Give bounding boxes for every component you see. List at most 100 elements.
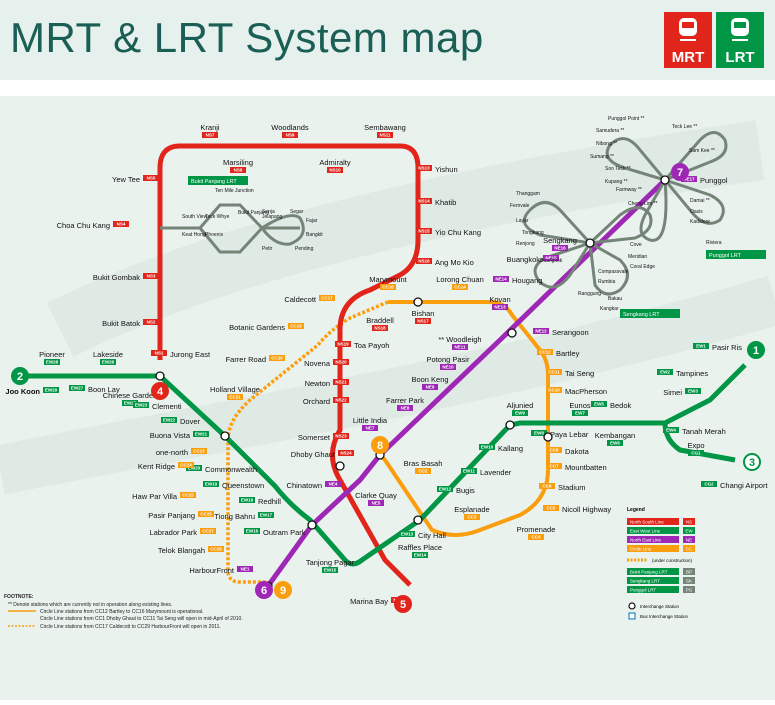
- station-code: NE14: [495, 277, 507, 282]
- station-code-badge: [380, 284, 396, 290]
- station-code-badge: [362, 425, 378, 431]
- station-label: Somerset: [298, 433, 331, 442]
- lrt-station-label: Ten Mile Junction: [215, 188, 254, 194]
- legend-lrt-code: BP: [686, 570, 692, 575]
- station-code-badge: [546, 463, 562, 469]
- station-code: NS17: [417, 319, 429, 324]
- legend-lrt-code-badge: [683, 577, 695, 584]
- station-code: NS8: [234, 168, 243, 173]
- station-code: EW1: [696, 344, 706, 349]
- station-code-badge: [143, 273, 159, 279]
- station-code-badge: [440, 364, 456, 370]
- station-label: Promenade: [517, 525, 556, 534]
- lrt-station-label: Bangkit: [306, 232, 323, 238]
- line-number-badge: [274, 581, 292, 599]
- station-label: Clementi: [152, 402, 182, 411]
- header-banner: MRT & LRT System map MRT LRT: [0, 0, 775, 80]
- station-label: Boon Keng: [411, 375, 448, 384]
- station-code: CC20: [271, 356, 283, 361]
- station-code: CC16: [382, 285, 394, 290]
- legend-label: North South Line: [630, 520, 664, 525]
- lrt-station-label: Compassvale: [598, 269, 629, 275]
- station-code-badge: [244, 528, 260, 534]
- station-code-badge: [528, 534, 544, 540]
- station-code-badge: [701, 481, 717, 487]
- station-code-badge: [227, 394, 243, 400]
- station-code-badge: [230, 167, 246, 173]
- station-code: EW21: [195, 432, 208, 437]
- legend-swatch: [627, 536, 679, 543]
- interchange-icon: [413, 515, 423, 525]
- lrt-station-label: Coral Edge: [630, 264, 655, 270]
- station-code: EW10: [481, 445, 494, 450]
- station-code-badge: [416, 228, 432, 234]
- station-label: Bishan: [412, 309, 435, 318]
- station-label: Labrador Park: [149, 528, 197, 537]
- station-code-badge: [493, 276, 509, 282]
- map-canvas: KranjiNS7WoodlandsNS9SembawangNS11Marsil…: [0, 96, 775, 700]
- line-number: 3: [749, 457, 755, 469]
- station-code-badge: [203, 481, 219, 487]
- station-label: Bukit Batok: [102, 319, 140, 328]
- lrt-station-label: Cheng Lim **: [628, 201, 658, 207]
- legend-lrt-swatch: [627, 577, 679, 584]
- interchange-icon: [543, 432, 553, 442]
- station-code-badge: [333, 379, 349, 385]
- station-code: CC28: [210, 547, 222, 552]
- station-code: CC27: [202, 529, 214, 534]
- station-code: EW28: [46, 360, 59, 365]
- station-code-badge: [43, 387, 59, 393]
- station-label: Toa Payoh: [354, 341, 389, 350]
- mrt-logo: MRT: [664, 12, 712, 68]
- station-code: CC10: [548, 388, 560, 393]
- station-label: Queenstown: [222, 481, 264, 490]
- station-label: Bugis: [456, 486, 475, 495]
- station-code: CC25: [182, 493, 194, 498]
- station-code: EW14: [414, 553, 427, 558]
- station-code: CC8: [549, 448, 558, 453]
- station-code-badge: [333, 433, 349, 439]
- lrt-station-label: Punggol Point **: [608, 116, 644, 122]
- station-code: CC17: [321, 296, 333, 301]
- lrt-station-label: Damai **: [690, 198, 710, 204]
- footnote-line-1: ** Denote stations which are currently n…: [8, 602, 172, 608]
- station-code: NS13: [418, 166, 430, 171]
- legend-label: Circle Line: [630, 547, 652, 552]
- station-code: NS16: [418, 259, 430, 264]
- station-code: CC4: [531, 535, 540, 540]
- line-number-badge: [394, 595, 412, 613]
- station-label: Jurong East: [170, 350, 211, 359]
- legend-lrt-swatch: [627, 586, 679, 593]
- station-label: Novena: [304, 359, 331, 368]
- lrt-station-label: Phoenix: [205, 232, 224, 238]
- station-code: NE5: [372, 501, 381, 506]
- bus-icon: [628, 612, 636, 620]
- lrt-station-label: Teck Lee **: [672, 124, 697, 130]
- lrt-station-label: Farmway **: [616, 187, 642, 193]
- legend-swatch: [627, 545, 679, 552]
- station-code: NE12: [535, 329, 547, 334]
- station-code-badge: [552, 245, 568, 251]
- legend-code-badge: [683, 518, 695, 525]
- lrt-station-label: Fajar: [306, 218, 318, 224]
- station-label: Pasir Ris: [712, 343, 742, 352]
- line-number: 4: [157, 386, 164, 398]
- station-label: Farrer Road: [226, 355, 266, 364]
- station-label: Ang Mo Kio: [435, 258, 474, 267]
- lrt-station-label: Pending: [295, 246, 314, 252]
- station-label: Chinatown: [287, 481, 322, 490]
- line-number-badge: [11, 367, 29, 385]
- station-code: EW2: [660, 370, 670, 375]
- station-code: EW27: [71, 386, 84, 391]
- station-label: Esplanade: [454, 505, 489, 514]
- lrt-station-label: Kupang **: [605, 179, 628, 185]
- station-code: EW11: [463, 469, 476, 474]
- station-code: NE4: [329, 482, 338, 487]
- lrt-station-label: Senja: [262, 209, 275, 215]
- station-label: Mountbatten: [565, 463, 607, 472]
- interchange-icon: [307, 520, 317, 530]
- station-code: EW29: [45, 388, 58, 393]
- station-code: NS19: [337, 342, 349, 347]
- lrt-line-label: Sengkang LRT: [623, 312, 660, 318]
- legend-bus: Bus Interchange Station: [640, 614, 689, 619]
